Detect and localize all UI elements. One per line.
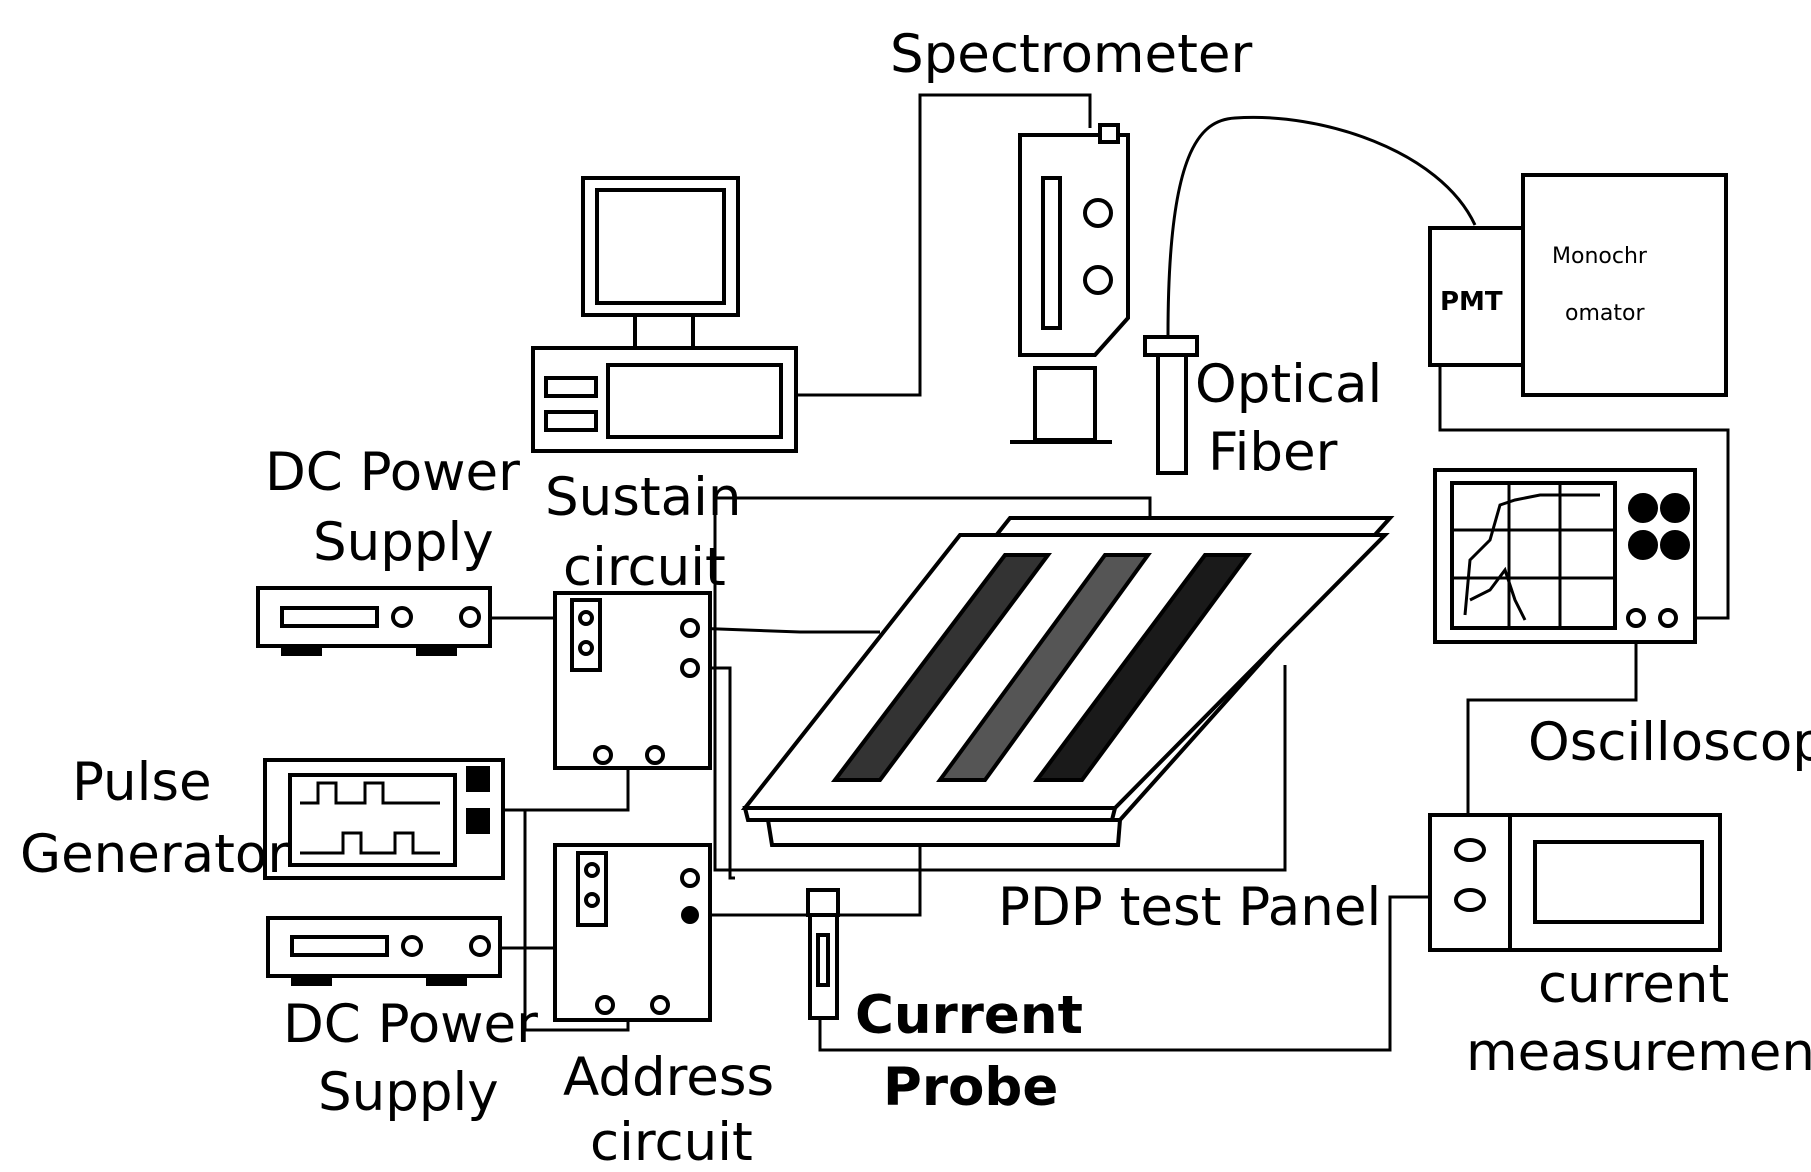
current-probe [806,888,840,1020]
oscilloscope-input-2 [1658,608,1678,628]
oscilloscope-knob-2 [1660,493,1690,523]
dc-power-top-label-2: Supply [313,512,494,573]
pulse-waveform-2 [300,831,440,855]
spectrometer-port [1098,123,1120,144]
monochromator-label-1: Monochr [1552,244,1648,269]
pmt-monochromator [1428,173,1728,397]
monochromator-label-2: omator [1565,301,1645,326]
oscilloscope-label: Oscilloscope [1528,712,1811,773]
oscilloscope-grid [1452,483,1615,628]
dc-power-top-knob-1 [391,606,413,628]
dc-power-bottom-label-1: DC Power [283,994,538,1055]
wire-pmt-oscilloscope [1438,365,1730,620]
computer-drive-1 [544,376,598,398]
spectrometer-body [1018,133,1130,357]
pmt-label: PMT [1440,287,1503,317]
oscilloscope-screen [1450,481,1617,630]
pdp-test-panel [740,516,1395,847]
dc-power-bottom-display [290,935,389,957]
oscilloscope-knob-1 [1628,493,1658,523]
optical-fiber-label-1: Optical [1195,354,1382,415]
pdp-glass-lower [765,818,1123,847]
dc-power-top-knob-2 [459,606,481,628]
dc-power-top-display [280,606,379,628]
pulse-label-2: Generator [20,824,289,885]
pulse-label-1: Pulse [72,752,212,813]
oscilloscope-input-1 [1626,608,1646,628]
pulse-waveform-1 [300,781,440,805]
current-measurement [1428,813,1722,952]
pulse-generator-screen [288,773,457,867]
current-probe-label-2: Probe [883,1057,1058,1118]
current-measurement-input-1 [1454,838,1486,862]
pdp-electrode-right [1033,553,1252,782]
optical-fiber-head [1143,335,1199,357]
computer-front-panel [606,363,783,439]
computer-monitor-screen [595,188,726,305]
address-label-1: Address [563,1047,774,1108]
current-measurement-display [1533,840,1704,924]
sustain-label-2: circuit [563,537,726,598]
pmt-box [1428,226,1525,367]
sustain-terminal-2 [680,658,700,678]
pdp-electrode-left [830,553,1052,782]
current-measurement-input-2 [1454,888,1486,912]
sustain-label-1: Sustain [545,467,741,528]
sustain-terminal-1 [680,618,700,638]
spectrometer-knob-1 [1083,198,1113,228]
oscilloscope-knob-4 [1660,530,1690,560]
spectrometer-stand [1033,366,1097,442]
wire-sustain-panel-bottom [713,498,1287,872]
oscilloscope-trace [1463,493,1600,621]
dc-power-bottom-knob-2 [469,935,491,957]
spectrometer-slot [1041,176,1062,330]
dc-power-bottom-knob-1 [401,935,423,957]
wire-sustain-terminal-1 [691,626,880,634]
wire-probe-measurement [818,895,1452,1052]
pulse-button-2 [466,808,490,834]
oscilloscope [1433,468,1697,644]
wire-optical-fiber-cable [1166,115,1477,336]
pulse-generator [263,758,505,880]
pulse-button-1 [466,766,490,792]
oscilloscope-knob-3 [1628,530,1658,560]
pdp-electrode-middle [936,553,1152,782]
current-probe-slot [816,933,830,987]
wire-measurement-oscilloscope [1466,618,1638,838]
dc-power-supply-bottom [266,916,502,986]
computer-drive-2 [544,410,598,432]
spectrometer [1010,123,1130,444]
optical-fiber-label-2: Fiber [1208,422,1338,483]
dc-power-bottom-label-2: Supply [318,1062,499,1123]
monochromator-box [1521,173,1728,397]
optical-fiber [1143,335,1199,475]
optical-fiber-body [1156,353,1188,475]
current-measurement-label-1: current [1538,954,1729,1015]
spectrometer-knob-2 [1083,265,1113,295]
sustain-circuit [553,591,712,770]
current-probe-head [806,888,840,917]
current-probe-label-1: Current [855,985,1083,1046]
pdp-panel-label: PDP test Panel [998,877,1381,938]
wire-computer-spectrometer [795,93,1092,397]
wire-pulse-address [523,810,630,1032]
dc-power-top-label-1: DC Power [265,442,520,503]
dc-power-supply-top [256,586,492,656]
current-measurement-label-2: measurement [1466,1022,1811,1083]
wire-pulse-sustain [500,770,630,812]
wire-address-probe [692,845,922,917]
spectrometer-label: Spectrometer [890,24,1252,85]
address-circuit [553,843,712,1022]
address-label-2: circuit [590,1112,753,1172]
computer [531,176,798,453]
wires [490,93,1730,1052]
